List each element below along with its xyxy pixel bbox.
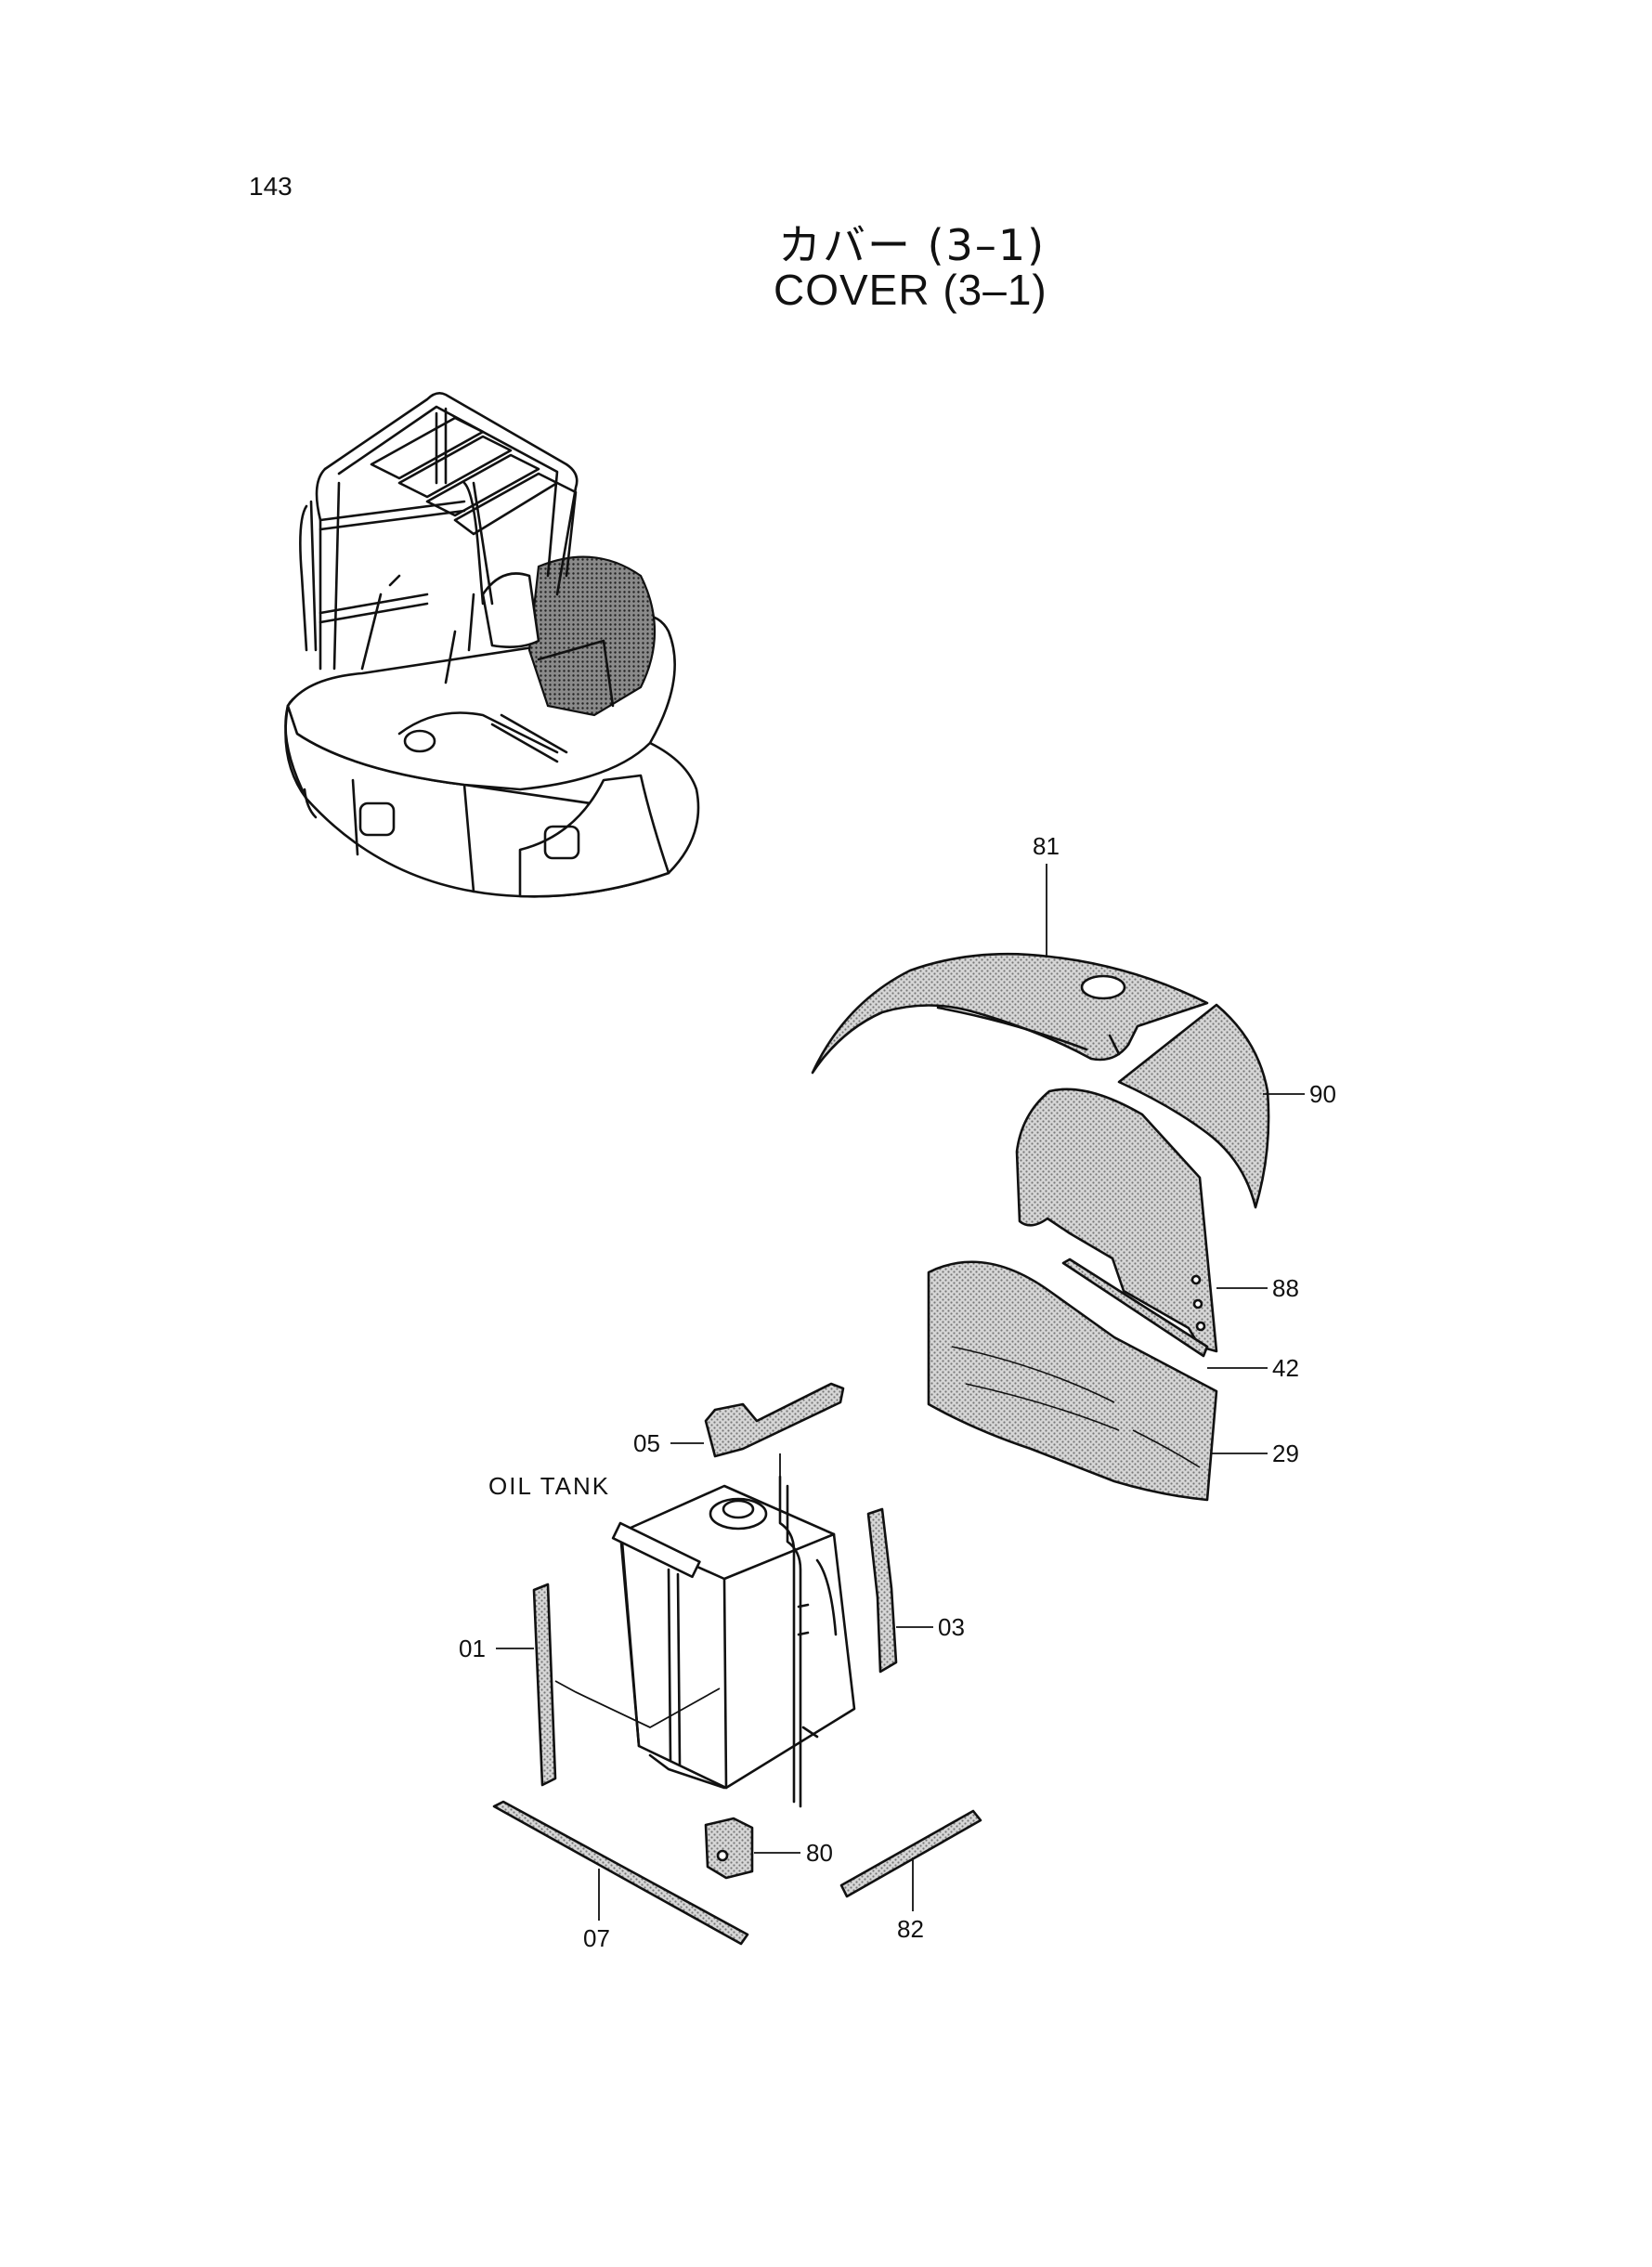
page-number: 143 (249, 172, 293, 201)
part-81-upper-cover (811, 952, 1209, 1075)
callout-07: 07 (583, 1924, 610, 1952)
oil-tank-label: OIL TANK (488, 1472, 611, 1500)
callout-01: 01 (459, 1635, 486, 1662)
part-42-strip (1061, 1257, 1209, 1358)
callout-42: 42 (1272, 1354, 1299, 1382)
callout-05: 05 (633, 1429, 660, 1457)
page-title-japanese: カバー (3–1) (778, 220, 1047, 270)
callout-03: 03 (938, 1613, 965, 1641)
part-01-bar (532, 1583, 557, 1787)
callout-90: 90 (1309, 1080, 1336, 1108)
part-03-bar (866, 1507, 898, 1674)
part-88-panel (1015, 1088, 1218, 1353)
part-29-large-panel (927, 1260, 1218, 1502)
leader-lines (496, 864, 1305, 1921)
machine-overview-illustration (284, 392, 700, 898)
part-90-side-cover (1117, 1003, 1270, 1209)
part-05-bracket (704, 1382, 845, 1458)
part-82-bar (839, 1809, 982, 1898)
callout-88: 88 (1272, 1274, 1299, 1302)
callout-82: 82 (897, 1915, 924, 1943)
callout-80: 80 (806, 1839, 833, 1867)
part-80-block (704, 1817, 754, 1880)
page-title-english: COVER (3–1) (774, 266, 1047, 314)
callout-29: 29 (1272, 1440, 1299, 1467)
part-07-long-bar (492, 1800, 749, 1946)
callout-81: 81 (1033, 832, 1060, 860)
oil-tank-body (611, 1475, 856, 1808)
